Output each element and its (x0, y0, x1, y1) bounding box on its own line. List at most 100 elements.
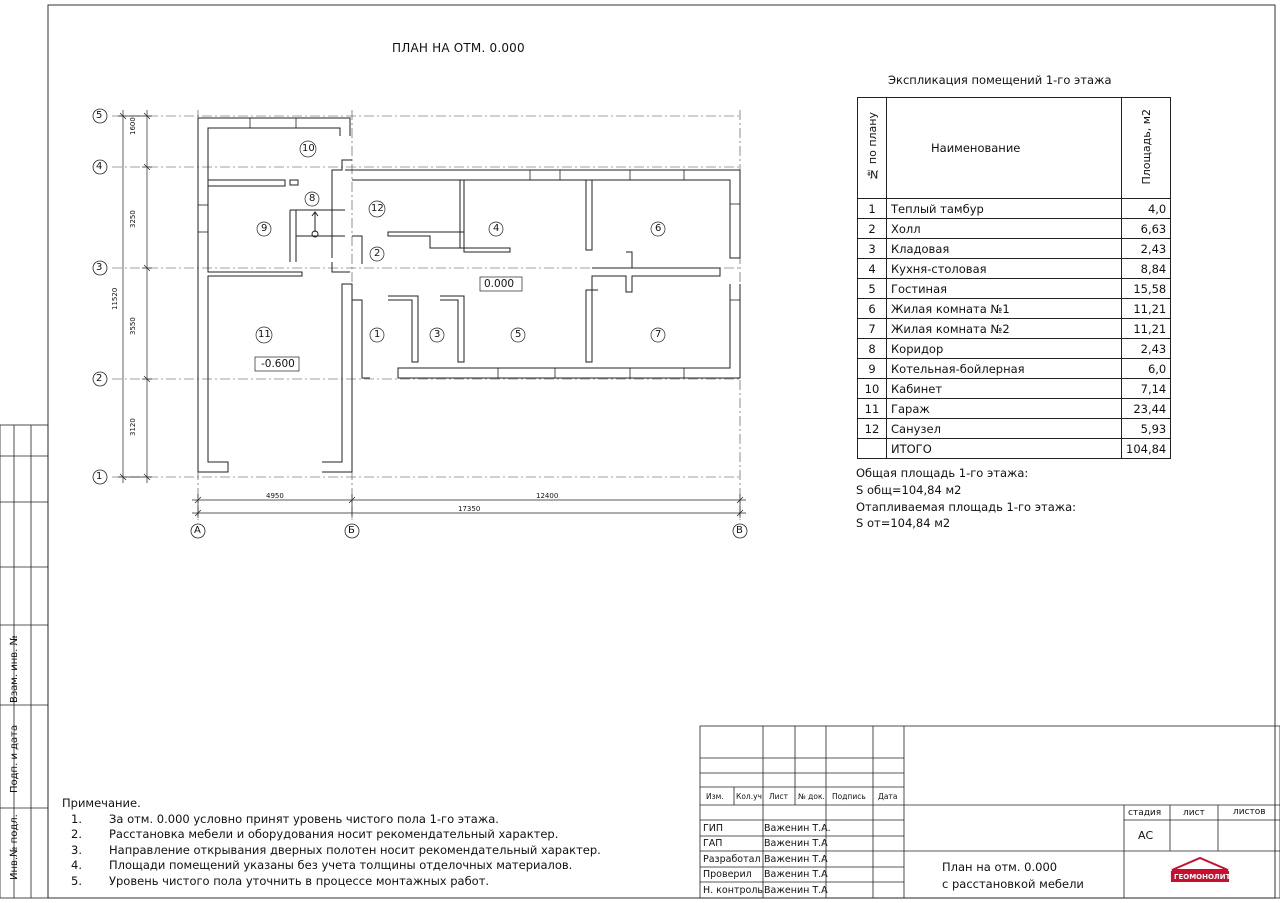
note-number: 2. (71, 827, 82, 841)
note-item: 2.Расстановка мебели и оборудования носи… (62, 827, 601, 843)
explication-row-area: 6,63 (1120, 218, 1172, 239)
title-block-grid (699, 725, 1280, 899)
room-8: 8 (309, 193, 316, 204)
explication-row-area: 8,84 (1120, 258, 1172, 279)
explication-row-area: 4,0 (1120, 198, 1172, 219)
explication-row-number: 4 (857, 258, 887, 279)
note-text: За отм. 0.000 условно принят уровень чис… (109, 811, 499, 826)
tb-sheet-label: лист (1183, 808, 1205, 818)
summary-heated-label: Отапливаемая площадь 1-го этажа: (856, 500, 1077, 514)
tb-drawing-title-1: План на отм. 0.000 (942, 860, 1058, 874)
tb-h-koluch: Кол.уч (736, 792, 762, 801)
note-number: 1. (71, 811, 82, 826)
explication-row-area: 2,43 (1120, 338, 1172, 359)
tb-person: Важенин Т.А (764, 869, 828, 881)
explication-row-area: 2,43 (1120, 238, 1172, 259)
tb-h-sign: Подпись (832, 792, 866, 801)
room-2: 2 (374, 248, 381, 259)
explication-row-name: ИТОГО (886, 438, 1122, 459)
summary-total-label: Общая площадь 1-го этажа: (856, 466, 1029, 480)
explication-row-area: 11,21 (1120, 298, 1172, 319)
explication-row-area: 5,93 (1120, 418, 1172, 439)
tb-role: Разработал (703, 853, 761, 865)
room-9: 9 (261, 223, 268, 234)
summary-total-value: S общ=104,84 м2 (856, 483, 962, 497)
dim-3550: 3550 (129, 317, 137, 335)
axis-label-3: 3 (96, 262, 103, 273)
axis-label-5: 5 (96, 110, 103, 121)
explication-row-name: Жилая комната №2 (886, 318, 1122, 339)
room-4: 4 (493, 223, 500, 234)
tb-role: ГИП (703, 823, 724, 834)
explication-row-area: 104,84 (1120, 438, 1172, 459)
tb-person: Важенин Т.А (764, 838, 828, 850)
tb-drawing-title-2: с расстановкой мебели (942, 877, 1084, 891)
tb-h-ndoc: № док. (798, 792, 825, 801)
note-text: Уровень чистого пола уточнить в процессе… (109, 873, 490, 888)
axis-label-4: 4 (96, 161, 103, 172)
explication-row-name: Кладовая (886, 238, 1122, 259)
explication-row-area: 6,0 (1120, 358, 1172, 379)
room-markers (255, 140, 666, 344)
explication-row-name: Коридор (886, 338, 1122, 359)
notes-title: Примечание. (62, 796, 141, 810)
tb-person: Важенин Т.А (764, 853, 828, 865)
note-text: Направление открывания дверных полотен н… (109, 842, 601, 857)
summary-heated-value: S от=104,84 м2 (856, 516, 951, 530)
tb-person: Важенин Т.А (764, 884, 828, 896)
dim-3250: 3250 (129, 210, 137, 228)
explication-row-number: 3 (857, 238, 887, 259)
room-6: 6 (655, 223, 662, 234)
dim-11520: 11520 (111, 287, 119, 310)
axis-label-v: В (736, 525, 743, 536)
axis-label-a: А (194, 525, 201, 536)
window-marks (198, 118, 740, 378)
room-12: 12 (371, 203, 384, 214)
explication-row-number: 12 (857, 418, 887, 439)
tb-h-date: Дата (878, 792, 898, 801)
explication-row-name: Кабинет (886, 378, 1122, 399)
note-item: 1. За отм. 0.000 условно принят уровень ч… (62, 812, 601, 828)
col-area-header: Площадь, м2 (1139, 108, 1153, 185)
tb-role: Проверил (703, 869, 752, 881)
explication-row-name: Холл (886, 218, 1122, 239)
explication-row-number: 10 (857, 378, 887, 399)
level-main: 0.000 (484, 278, 515, 290)
stamp-sign-date: Подп. и дата (9, 724, 20, 793)
explication-header-row: № по плану Наименование Площадь, м2 (857, 97, 1172, 199)
explication-row-number: 7 (857, 318, 887, 339)
explication-row-number: 9 (857, 358, 887, 379)
note-number: 5. (71, 873, 82, 888)
notes: Примечание. 1. За отм. 0.000 условно прин… (62, 796, 601, 889)
explication-row-area: 7,14 (1120, 378, 1172, 399)
explication-row-number (857, 438, 887, 459)
tb-h-izm: Изм. (706, 792, 724, 801)
dim-1600: 1600 (129, 117, 137, 135)
level-garage: -0.600 (261, 358, 295, 370)
dim-12400: 12400 (536, 492, 559, 500)
tb-stage-value: АС (1138, 829, 1154, 842)
room-11: 11 (258, 329, 271, 340)
tb-role: ГАП (703, 838, 723, 850)
tb-h-list: Лист (769, 792, 789, 801)
dimension-vertical (118, 110, 152, 483)
explication-row-name: Теплый тамбур (886, 198, 1122, 219)
explication-row-number: 11 (857, 398, 887, 419)
tb-role: Н. контроль (703, 884, 763, 896)
walls (197, 117, 741, 473)
